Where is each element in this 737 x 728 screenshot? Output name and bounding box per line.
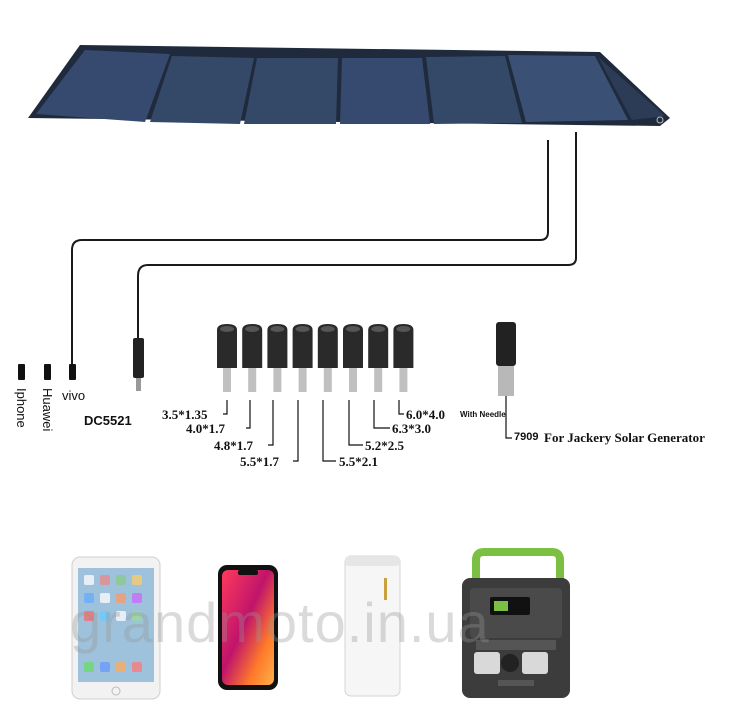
phone-plugs	[18, 364, 76, 380]
tip-label: 3.5*1.35	[162, 407, 208, 422]
watermark: grandmoto.in.ua	[70, 591, 490, 654]
cables	[71, 132, 577, 364]
jackery-7909-plug	[496, 322, 516, 439]
adapter-tip	[217, 324, 237, 392]
tip-note: With Needle	[460, 410, 506, 419]
dc5521-plug	[133, 338, 144, 391]
adapter-tips	[217, 324, 414, 392]
adapter-tip	[267, 324, 288, 392]
adapter-tip	[242, 324, 263, 392]
jackery-description: For Jackery Solar Generator	[544, 430, 705, 445]
adapter-tip	[393, 324, 414, 392]
tablet-device	[71, 556, 161, 700]
adapter-tip	[292, 324, 313, 392]
tip-label: 6.0*4.0	[406, 407, 445, 422]
jackery-code: 7909	[514, 431, 539, 443]
solar-panel	[28, 45, 670, 126]
tip-label: 5.5*1.7	[240, 454, 279, 469]
panel-cell	[36, 50, 665, 124]
huawei-label: Huawei	[40, 388, 55, 432]
adapter-tip	[317, 324, 338, 392]
tip-label: 4.8*1.7	[214, 438, 253, 453]
adapter-tip	[343, 324, 363, 392]
tip-label: 5.5*2.1	[339, 454, 378, 469]
vivo-label: vivo	[62, 388, 86, 403]
dc5521-label: DC5521	[84, 413, 132, 428]
power-bank-device	[344, 555, 401, 697]
tip-label: 4.0*1.7	[186, 421, 225, 436]
tip-label: 5.2*2.5	[365, 438, 404, 453]
iphone-label: Iphone	[14, 388, 29, 428]
tip-leader-lines	[223, 400, 404, 462]
adapter-tip	[368, 324, 389, 392]
power-station-device	[462, 548, 570, 698]
tip-label: 6.3*3.0	[392, 421, 431, 436]
smartphone-device	[218, 565, 278, 690]
